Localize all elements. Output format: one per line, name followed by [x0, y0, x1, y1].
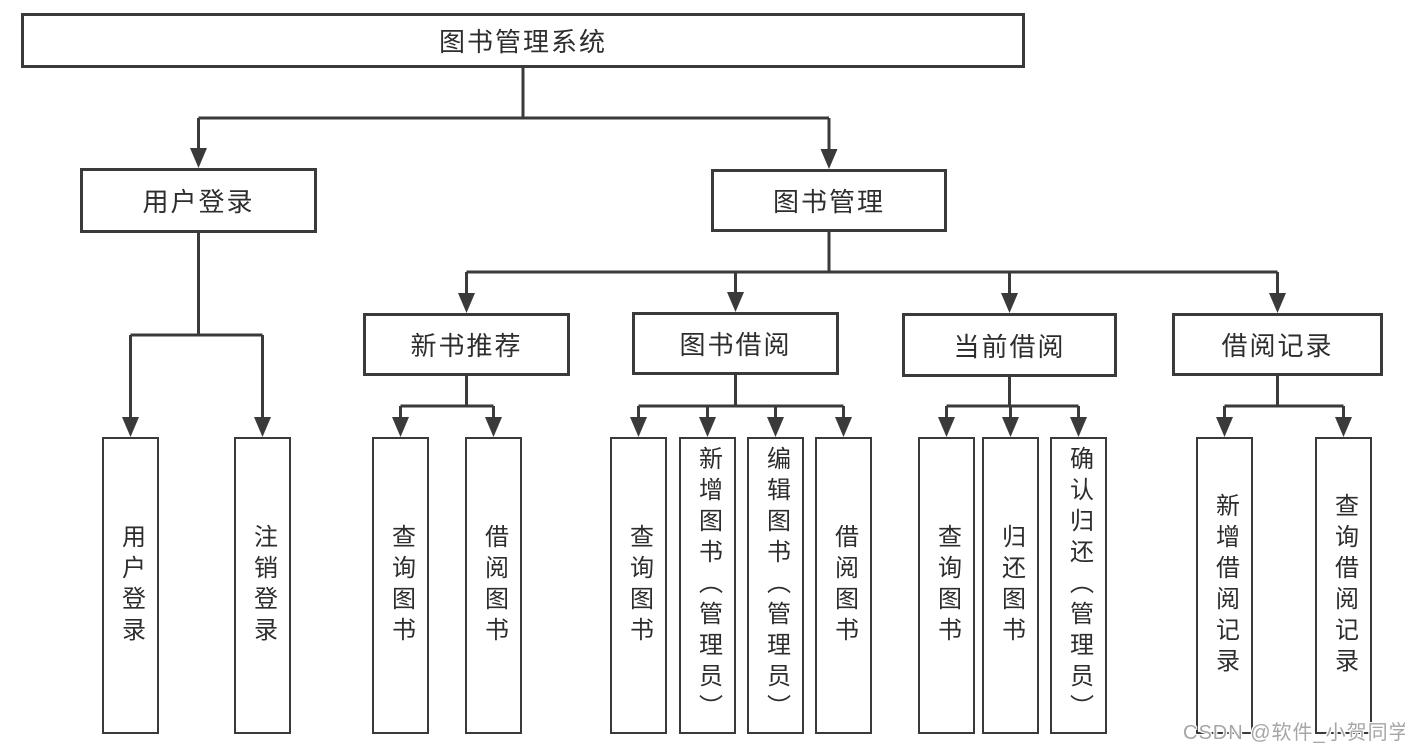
node-book-borrow: 图书借阅	[632, 312, 839, 375]
leaf-records-add-label: 新增借阅记录	[1211, 492, 1239, 679]
csdn-watermark: CSDN @软件_小贺同学	[1183, 722, 1405, 744]
leaf-borrow-edit: 编辑图书（管理员）	[747, 437, 804, 734]
connector-book-mgmt	[458, 232, 1286, 313]
node-current-borrow: 当前借阅	[902, 313, 1117, 377]
leaf-borrow-edit-label: 编辑图书（管理员）	[762, 446, 790, 725]
connector-new-books	[392, 376, 502, 437]
connector-user-login	[122, 233, 271, 437]
leaf-borrow-borrow: 借阅图书	[815, 437, 872, 734]
node-new-books-label: 新书推荐	[410, 331, 523, 361]
leaf-borrow-query: 查询图书	[610, 437, 667, 734]
connector-book-borrow	[630, 375, 852, 437]
leaf-records-add: 新增借阅记录	[1196, 437, 1253, 734]
leaf-records-query-label: 查询借阅记录	[1330, 492, 1358, 679]
leaf-current-query-label: 查询图书	[933, 523, 961, 648]
leaf-new-books-query-label: 查询图书	[387, 523, 415, 648]
node-book-mgmt: 图书管理	[711, 169, 947, 232]
leaf-borrow-add: 新增图书（管理员）	[679, 437, 736, 734]
leaf-current-return-label: 归还图书	[997, 523, 1025, 648]
node-user-login: 用户登录	[80, 168, 317, 233]
node-borrow-records: 借阅记录	[1172, 313, 1383, 376]
leaf-new-books-query: 查询图书	[372, 437, 429, 734]
node-book-borrow-label: 图书借阅	[679, 330, 792, 360]
connector-current-borrow	[938, 376, 1087, 437]
leaf-logout: 注销登录	[234, 437, 291, 734]
leaf-new-books-borrow-label: 借阅图书	[480, 523, 508, 648]
node-current-borrow-label: 当前借阅	[953, 331, 1066, 362]
leaf-user-login: 用户登录	[102, 437, 159, 734]
leaf-records-query: 查询借阅记录	[1315, 437, 1372, 734]
leaf-current-return: 归还图书	[982, 437, 1039, 734]
node-book-mgmt-label: 图书管理	[772, 187, 885, 217]
leaf-current-query: 查询图书	[918, 437, 975, 734]
leaf-new-books-borrow: 借阅图书	[465, 437, 522, 734]
node-new-books: 新书推荐	[363, 313, 570, 376]
connector-borrow-records	[1216, 376, 1352, 437]
node-root-label: 图书管理系统	[438, 27, 607, 57]
leaf-current-confirm-label: 确认归还（管理员）	[1065, 446, 1093, 725]
leaf-borrow-query-label: 查询图书	[625, 523, 653, 648]
node-root: 图书管理系统	[21, 13, 1025, 68]
leaf-logout-label: 注销登录	[249, 523, 277, 648]
node-borrow-records-label: 借阅记录	[1221, 331, 1334, 361]
leaf-borrow-borrow-label: 借阅图书	[830, 523, 858, 648]
leaf-borrow-add-label: 新增图书（管理员）	[694, 446, 722, 725]
node-user-login-label: 用户登录	[142, 187, 255, 217]
leaf-current-confirm: 确认归还（管理员）	[1050, 437, 1107, 734]
leaf-user-login-label: 用户登录	[117, 523, 145, 648]
connector-root	[190, 68, 838, 169]
